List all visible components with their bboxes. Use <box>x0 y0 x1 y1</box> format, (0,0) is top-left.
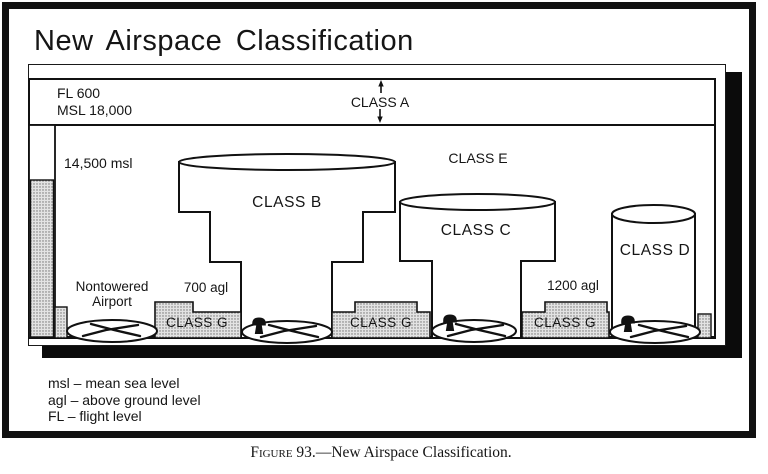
class-c-top-ellipse <box>399 193 556 211</box>
class-d-top-ellipse <box>611 204 696 224</box>
figure-caption-number: Figure 93. <box>250 444 316 461</box>
figure-title: New Airspace Classification <box>34 25 414 57</box>
legend-item-fl: FL – flight level <box>48 408 142 424</box>
class-c-label: CLASS C <box>440 222 512 239</box>
class-d-airport-symbol <box>609 320 701 344</box>
up-down-arrow-icon <box>377 80 384 123</box>
class-g-label-3: CLASS G <box>533 315 597 330</box>
class-b-top-ellipse <box>178 153 396 171</box>
left-class-g-column-stipple <box>29 179 55 338</box>
class-g-strip-1 <box>154 301 242 339</box>
class-d-label: CLASS D <box>619 242 691 259</box>
legend-item-msl: msl – mean sea level <box>48 375 180 391</box>
legend-item-agl: agl – above ground level <box>48 391 201 408</box>
nontowered-airport-label-line1: Nontowered <box>75 279 149 294</box>
agl1200-label: 1200 agl <box>547 278 599 293</box>
class-c-shape <box>399 201 556 339</box>
class-g-strip-3 <box>521 301 610 339</box>
nontowered-airport-label-line2: Airport <box>92 294 132 309</box>
msl14500-label: 14,500 msl <box>64 155 133 171</box>
agl700-label: 700 agl <box>183 280 229 295</box>
class-b-airport-symbol <box>241 320 333 344</box>
legend: msl – mean sea level agl – above ground … <box>48 375 201 425</box>
class-e-label: CLASS E <box>448 150 508 166</box>
msl18000-label: MSL 18,000 <box>57 102 132 118</box>
left-class-g-step <box>54 306 68 339</box>
class-g-strip-2 <box>331 301 431 339</box>
outer-frame <box>2 2 756 438</box>
class-b-label: CLASS B <box>252 194 322 211</box>
class-a-label: CLASS A <box>350 94 410 110</box>
class-a-band <box>30 80 714 126</box>
class-g-label-1: CLASS G <box>165 315 229 330</box>
fl600-label: FL 600 <box>57 85 101 101</box>
nontowered-airport-label: Nontowered Airport <box>76 279 149 309</box>
class-g-label-2: CLASS G <box>349 315 413 330</box>
class-g-strip-4 <box>697 313 712 339</box>
figure-caption: Figure 93.—New Airspace Classification. <box>250 444 511 462</box>
nontowered-airport-symbol <box>66 319 158 343</box>
figure-caption-text: —New Airspace Classification. <box>315 444 512 461</box>
